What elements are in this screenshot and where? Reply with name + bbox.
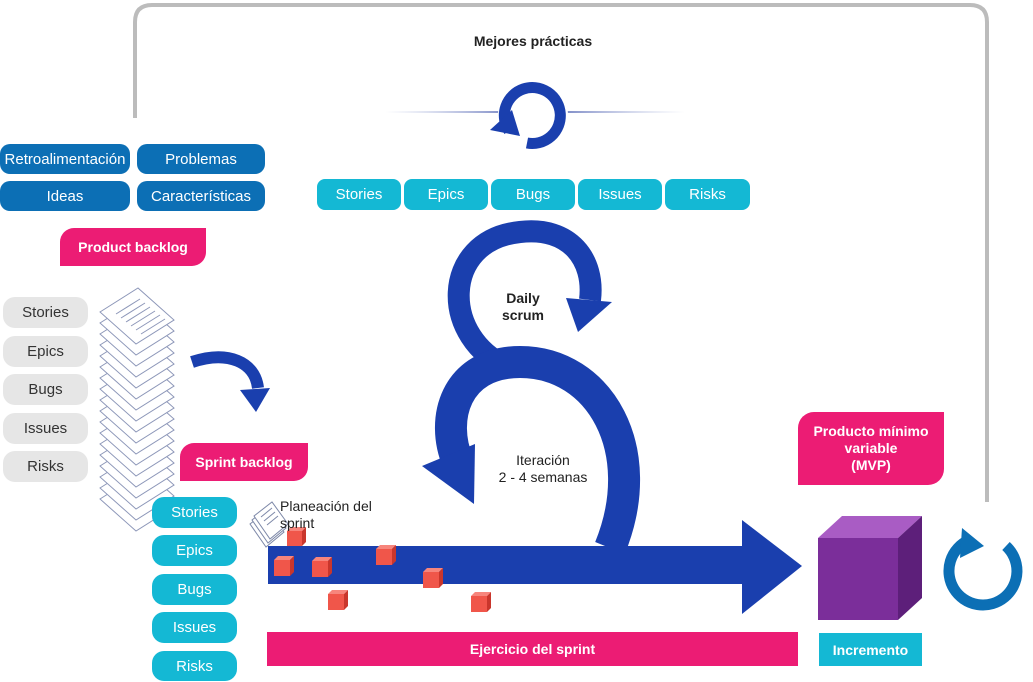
sprint-backlog-risks[interactable]: Risks [152,651,237,681]
sprint-backlog-label: Sprint backlog [180,443,308,481]
work-item-block [287,527,306,546]
sprint-backlog-bugs[interactable]: Bugs [152,574,237,605]
product-backlog-label: Product backlog [60,228,206,266]
work-item-block [274,556,294,576]
top-item-stories[interactable]: Stories [317,179,401,210]
refresh-cycle-icon-bottom [943,528,1023,611]
sprint-backlog-stories[interactable]: Stories [152,497,237,528]
cube-icon [818,516,922,620]
document-text-line [130,310,156,327]
curved-arrow-icon [190,351,270,412]
iteration-label: Iteración 2 - 4 semanas [498,452,588,485]
source-problemas[interactable]: Problemas [137,144,265,174]
work-item-block [328,590,348,610]
work-item-block [376,545,396,565]
top-item-epics[interactable]: Epics [404,179,488,210]
document-stack-icon [99,287,175,532]
refresh-cycle-icon-top [490,80,568,150]
product-backlog-stories[interactable]: Stories [3,297,88,328]
document-stack-small-icon [249,501,289,548]
source-retroalimentacion[interactable]: Retroalimentación [0,144,130,174]
source-caracteristicas[interactable]: Características [137,181,265,211]
feedback-loop-line [133,3,989,502]
sprint-backlog-epics[interactable]: Epics [152,535,237,566]
sprint-arrow-icon [268,520,802,614]
sprint-backlog-issues[interactable]: Issues [152,612,237,643]
sprint-planning-label: Planeación del sprint [280,498,372,531]
daily-scrum-arrow [447,220,612,379]
product-backlog-epics[interactable]: Epics [3,336,88,367]
product-backlog-bugs[interactable]: Bugs [3,374,88,405]
document-text-line [135,314,161,331]
page-title: Mejores prácticas [473,33,593,49]
top-item-risks[interactable]: Risks [665,179,750,210]
source-ideas[interactable]: Ideas [0,181,130,211]
sprint-execution-bar: Ejercicio del sprint [267,632,798,666]
document-text-line [125,306,151,323]
top-item-bugs[interactable]: Bugs [491,179,575,210]
document-text-line [115,298,141,315]
top-item-issues[interactable]: Issues [578,179,662,210]
work-item-block [423,568,443,588]
product-backlog-risks[interactable]: Risks [3,451,88,482]
product-backlog-issues[interactable]: Issues [3,413,88,444]
work-item-block [471,592,491,612]
iteration-arrow [422,345,641,555]
work-item-blocks [274,527,491,612]
daily-scrum-label: Daily scrum [501,290,545,323]
work-item-block [312,557,332,577]
document-page [99,287,175,345]
document-text-line [140,318,166,335]
increment-label: Incremento [819,633,922,666]
document-text-line [120,302,146,319]
mvp-label: Producto mínimo variable (MVP) [798,412,944,485]
